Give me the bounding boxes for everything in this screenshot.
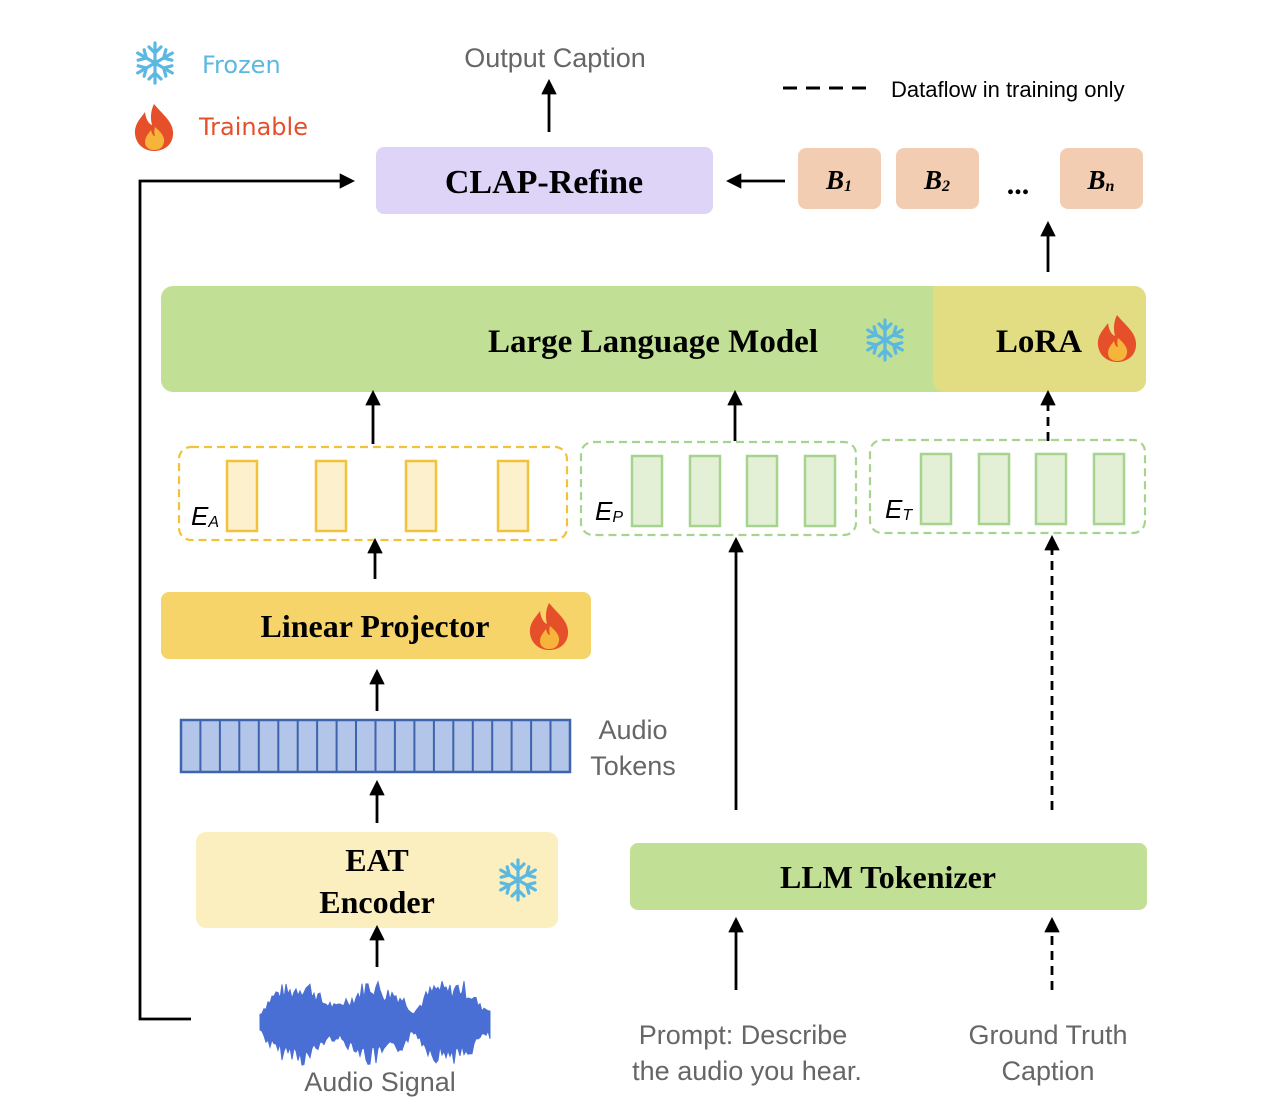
audio-signal-label: Audio Signal: [304, 1067, 456, 1097]
beam-b2-label: B2: [923, 165, 950, 195]
llm-box: [161, 286, 1146, 392]
trainable-flame-icon: [134, 104, 174, 151]
text-embedding-vector: [1034, 452, 1068, 526]
llm-tokenizer-box: [630, 843, 1147, 910]
beam-b1-box: [798, 148, 881, 209]
audio-embedding-vector: [496, 459, 530, 533]
llm-label: Large Language Model: [488, 324, 818, 360]
audio-embedding-vector: [225, 459, 259, 533]
text-embedding-label: ET: [885, 494, 913, 524]
prompt-label-line2: the audio you hear.: [632, 1056, 862, 1086]
text-embedding-vector: [919, 452, 953, 526]
text-embedding-vector: [1092, 452, 1126, 526]
linear-projector-label: Linear Projector: [261, 608, 490, 644]
arrow-signal-to-clap: [138, 173, 356, 1021]
audio-embedding-group: EA: [177, 445, 569, 542]
prompt-label-line1: Prompt: Describe: [639, 1020, 848, 1050]
eat-encoder-label-line2: Encoder: [319, 884, 435, 920]
beam-b1-label: B1: [825, 165, 852, 195]
prompt-embedding-dashed-box: [579, 440, 858, 537]
arrows: [138, 78, 1060, 1021]
audio-tokens-label-line1: Audio: [598, 715, 667, 745]
ground-truth-label-line1: Ground Truth: [968, 1020, 1127, 1050]
text-embedding-group: ET: [868, 438, 1147, 535]
linear-projector-box: [161, 592, 591, 659]
output-caption-label: Output Caption: [464, 43, 646, 73]
ground-truth-label-line2: Caption: [1001, 1056, 1094, 1086]
legend-dataflow-label: Dataflow in training only: [891, 77, 1125, 102]
llm-tokenizer-label: LLM Tokenizer: [780, 859, 996, 895]
beam-candidates: B1 B2 ... Bn: [798, 148, 1143, 209]
clap-refine-box: [376, 147, 713, 214]
clap-refine-label: CLAP-Refine: [445, 164, 643, 201]
beam-ellipsis: ...: [1007, 168, 1030, 201]
beam-b2-box: [896, 148, 979, 209]
prompt-embedding-vector: [630, 454, 664, 528]
prompt-embedding-vector: [745, 454, 779, 528]
eat-encoder-box: [196, 832, 558, 928]
frozen-snowflake-icon: [133, 41, 177, 85]
lora-label: LoRA: [996, 324, 1082, 360]
prompt-embedding-group: EP: [579, 440, 858, 537]
legend-trainable-label: Trainable: [198, 113, 308, 141]
prompt-embedding-vector: [803, 454, 837, 528]
prompt-embedding-vector: [688, 454, 722, 528]
audio-embedding-vector: [404, 459, 438, 533]
prompt-embedding-label: EP: [595, 496, 623, 526]
text-embedding-dashed-box: [868, 438, 1147, 535]
audio-token-strip: [179, 718, 572, 774]
audio-waveform-icon: [259, 980, 491, 1066]
legend-frozen-label: Frozen: [202, 51, 281, 79]
audio-tokens-label-line2: Tokens: [590, 751, 676, 781]
eat-encoder-label-line1: EAT: [345, 842, 408, 878]
beam-bn-label: Bn: [1087, 165, 1115, 195]
beam-bn-box: [1060, 148, 1143, 209]
audio-embedding-vector: [314, 459, 348, 533]
audio-embedding-label: EA: [191, 501, 219, 531]
lora-box: [933, 286, 1146, 392]
legend: Frozen Trainable Dataflow in training on…: [133, 41, 1125, 151]
text-embedding-vector: [977, 452, 1011, 526]
